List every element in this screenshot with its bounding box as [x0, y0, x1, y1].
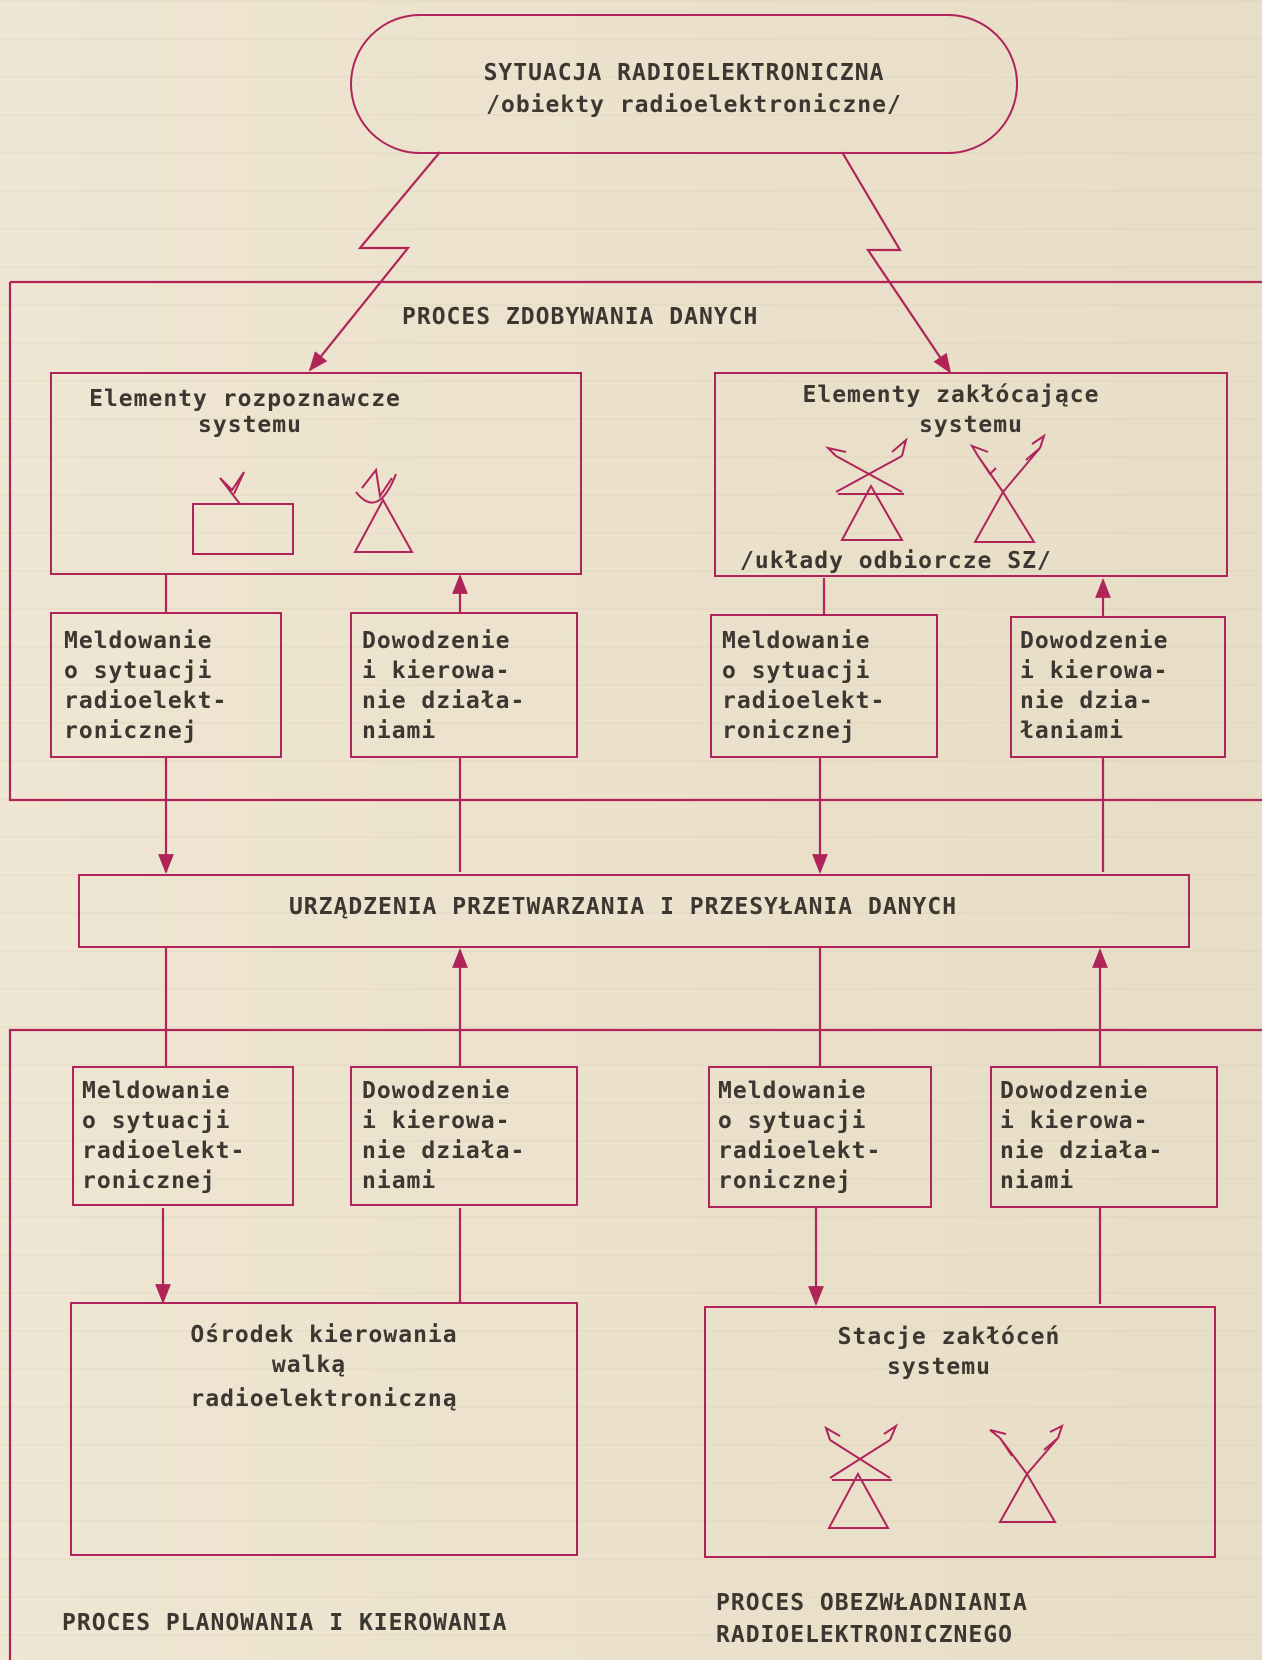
acquisition-frame: [8, 282, 1262, 802]
report-line: radioelekt-: [64, 688, 228, 714]
report-line: ronicznej: [722, 718, 856, 744]
lightning-arrow-left: [308, 151, 441, 372]
control-center-box: [70, 1302, 578, 1556]
command-line: Dowodzenie: [362, 1078, 511, 1104]
report-line: Meldowanie: [82, 1078, 231, 1104]
command-box-top-left: [350, 612, 578, 758]
radar-signal-icon: [219, 471, 245, 505]
jammer-antenna-icon: [824, 437, 908, 541]
command-line: i kierowa-: [1000, 1108, 1149, 1134]
recon-elements-label: systemu: [198, 412, 302, 438]
command-line: nie działa-: [362, 688, 526, 714]
report-line: Meldowanie: [64, 628, 213, 654]
situation-node: [350, 14, 1018, 154]
lightning-arrow-right: [841, 151, 952, 374]
jammer-antenna-icon: [989, 1424, 1064, 1523]
acquisition-title: PROCES ZDOBYWANIA DANYCH: [402, 304, 759, 330]
situation-subtitle: /obiekty radioelektroniczne/: [486, 92, 902, 118]
jamming-elements-label: systemu: [919, 412, 1023, 438]
planning-title: PROCES PLANOWANIA I KIEROWANIA: [62, 1610, 508, 1636]
report-box-bottom-right: [708, 1066, 932, 1208]
command-line: nie działa-: [1000, 1138, 1164, 1164]
control-center-label: Ośrodek kierowania: [190, 1322, 458, 1348]
command-line: nie działa-: [362, 1138, 526, 1164]
command-line: i kierowa-: [1020, 658, 1169, 684]
report-line: o sytuacji: [722, 658, 871, 684]
report-line: o sytuacji: [64, 658, 213, 684]
command-line: niami: [1000, 1168, 1075, 1194]
command-box-bottom-right: [990, 1066, 1218, 1208]
jam-stations-label: Stacje zakłóceń: [837, 1324, 1061, 1350]
report-line: radioelekt-: [82, 1138, 246, 1164]
command-line: Dowodzenie: [1000, 1078, 1149, 1104]
neutralization-title: PROCES OBEZWŁADNIANIA: [716, 1590, 1028, 1616]
command-line: Dowodzenie: [1020, 628, 1169, 654]
command-line: łaniami: [1020, 718, 1124, 744]
jam-stations-box: [704, 1306, 1216, 1558]
report-line: Meldowanie: [722, 628, 871, 654]
recon-elements-label: Elementy rozpoznawcze: [89, 386, 401, 412]
jammer-antenna-icon: [969, 433, 1046, 543]
jammer-antenna-icon: [824, 1423, 899, 1529]
situation-title: SYTUACJA RADIOELEKTRONICZNA: [483, 60, 885, 86]
jamming-elements-box: [714, 372, 1228, 577]
report-line: ronicznej: [82, 1168, 216, 1194]
recon-elements-box: [50, 372, 582, 575]
report-line: o sytuacji: [718, 1108, 867, 1134]
command-line: Dowodzenie: [362, 628, 511, 654]
processing-bar: [78, 874, 1190, 948]
command-line: niami: [362, 1168, 437, 1194]
control-center-label: radioelektroniczną: [190, 1386, 458, 1412]
report-box-top-left: [50, 612, 282, 758]
radar-station-icon: [192, 503, 294, 555]
command-box-top-right: [1010, 616, 1226, 758]
report-line: radioelekt-: [718, 1138, 882, 1164]
command-line: nie dzia-: [1020, 688, 1154, 714]
neutralization-title: RADIOELEKTRONICZNEGO: [716, 1622, 1013, 1648]
receivers-note: /układy odbiorcze SZ/: [740, 548, 1052, 574]
jamming-elements-label: Elementy zakłócające: [802, 382, 1100, 408]
command-line: i kierowa-: [362, 1108, 511, 1134]
report-box-top-right: [710, 614, 938, 758]
report-line: ronicznej: [718, 1168, 852, 1194]
command-line: niami: [362, 718, 437, 744]
report-line: o sytuacji: [82, 1108, 231, 1134]
command-box-bottom-left: [350, 1066, 578, 1206]
antenna-mast-icon: [353, 497, 414, 553]
report-line: radioelekt-: [722, 688, 886, 714]
report-box-bottom-left: [72, 1066, 294, 1206]
control-center-label: walką: [271, 1352, 347, 1378]
planning-frame: [8, 1028, 1262, 1660]
command-line: i kierowa-: [362, 658, 511, 684]
report-line: ronicznej: [64, 718, 198, 744]
report-line: Meldowanie: [718, 1078, 867, 1104]
jam-stations-label: systemu: [887, 1354, 991, 1380]
processing-title: URZĄDZENIA PRZETWARZANIA I PRZESYŁANIA D…: [288, 894, 958, 920]
